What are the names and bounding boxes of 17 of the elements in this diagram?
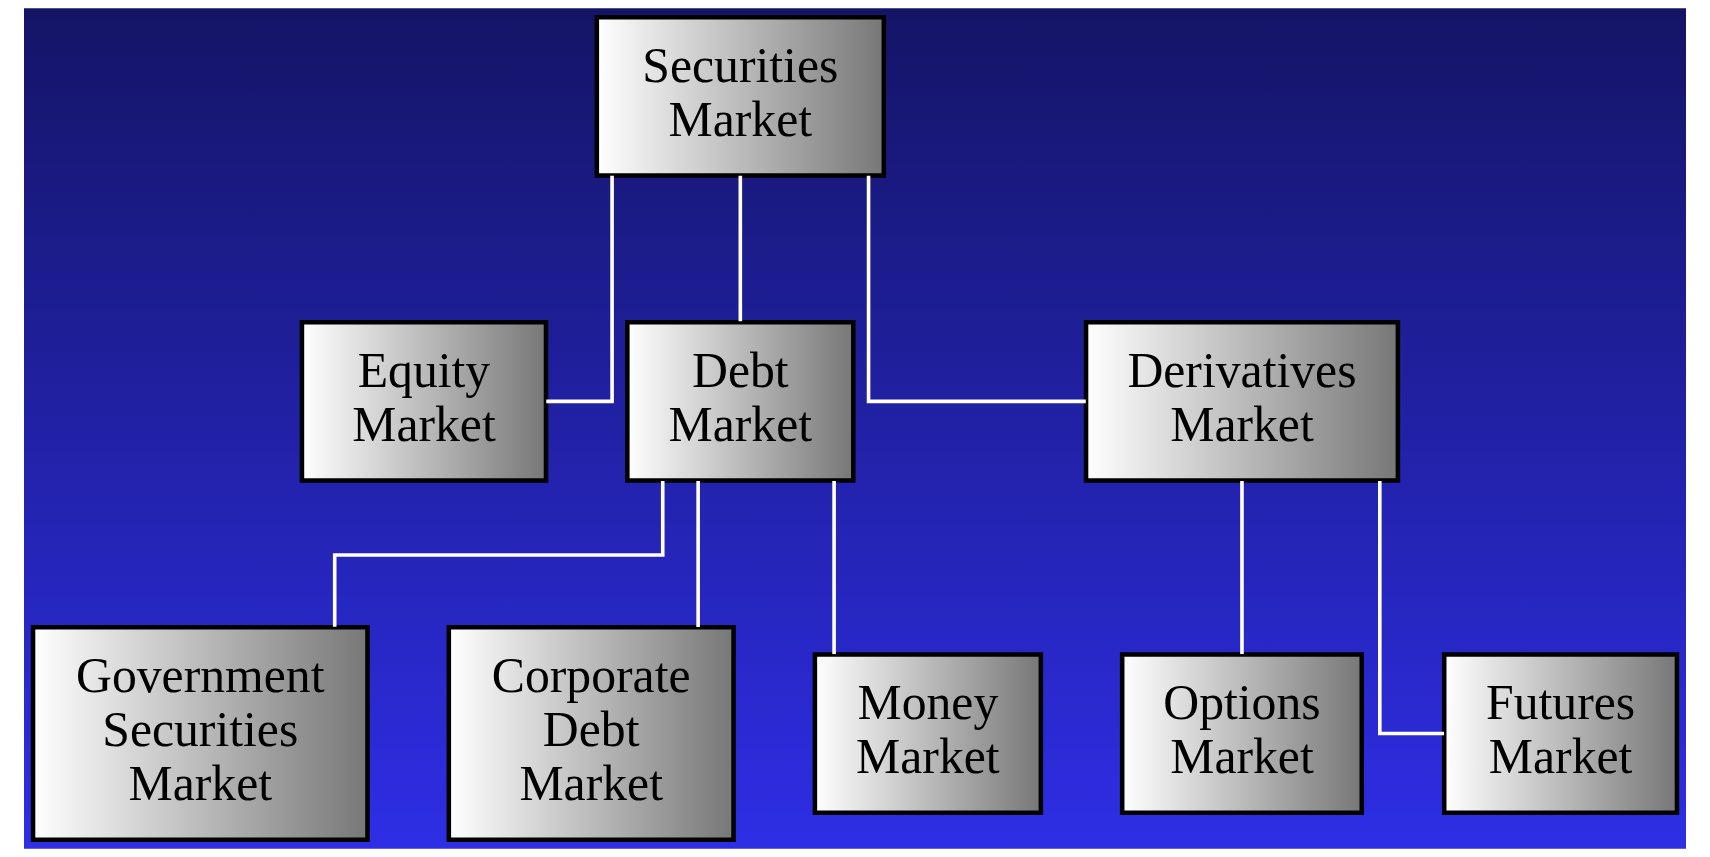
- connector: [546, 175, 614, 404]
- node-box: Options Market: [1119, 652, 1364, 815]
- node-box: Derivatives Market: [1083, 320, 1401, 483]
- connector: [1240, 480, 1244, 655]
- connector: [738, 175, 743, 322]
- connector: [832, 480, 836, 655]
- connector: [332, 480, 665, 627]
- connector: [1378, 480, 1445, 736]
- node-box: Equity Market: [299, 320, 549, 483]
- node-box: Securities Market: [594, 14, 887, 178]
- node-box: Debt Market: [625, 320, 856, 483]
- node-box: Government Securities Market: [30, 625, 370, 842]
- node-box: Money Market: [812, 652, 1044, 815]
- node-box: Corporate Debt Market: [446, 625, 736, 842]
- connector: [696, 480, 700, 627]
- node-box: Futures Market: [1441, 652, 1680, 815]
- connector: [866, 175, 1086, 404]
